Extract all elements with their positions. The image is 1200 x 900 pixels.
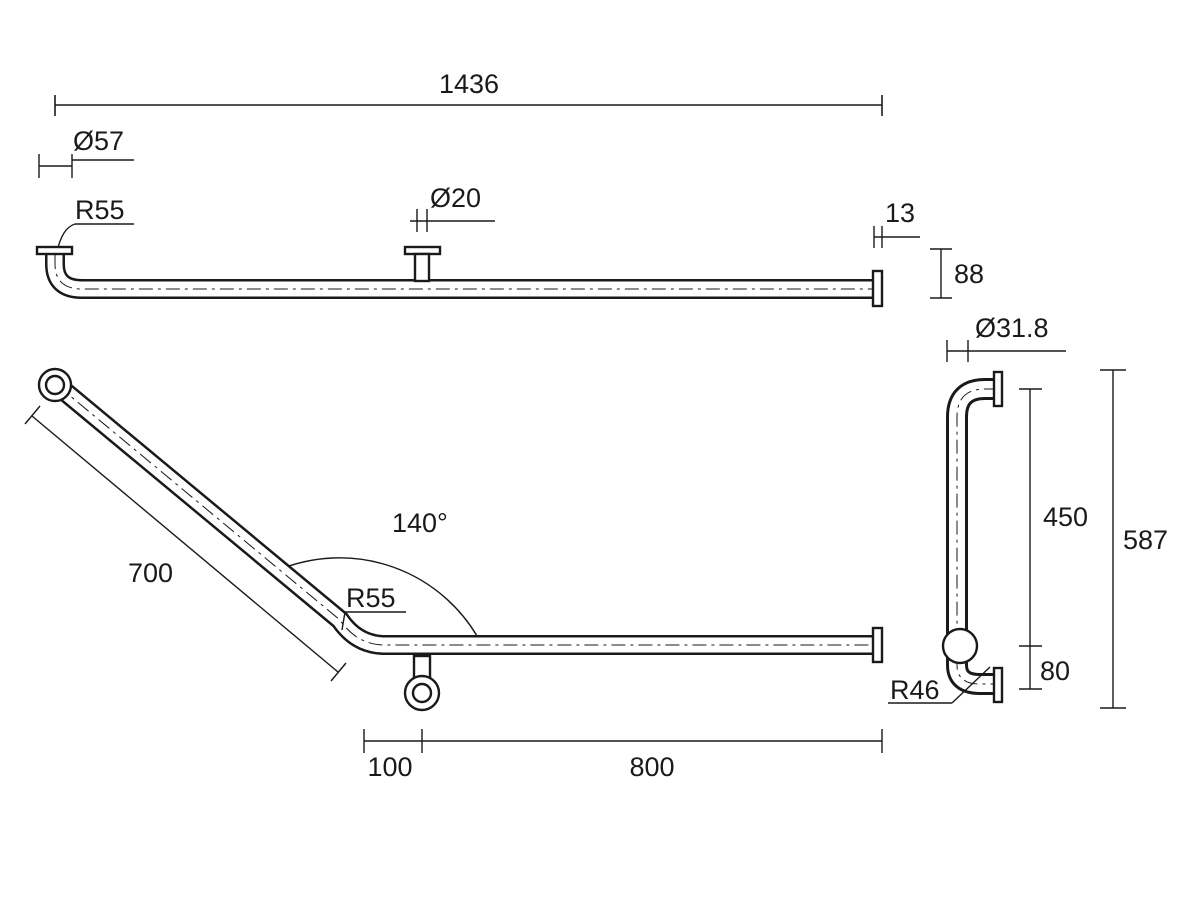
projection-label: 88 [954,259,984,289]
total-height-label: 587 [1123,525,1168,555]
straight-length-label: 800 [629,752,674,782]
side-view: Ø31.8 R46 450 80 [888,313,1168,709]
dimension-bottom-offsets: 100 800 [363,729,883,782]
dimension-angled-length: 700 [24,405,347,682]
dimension-flange-thickness: 13 [873,198,920,248]
dimension-flange-diameter: Ø57 [38,126,134,178]
dimension-projection: 88 [930,248,984,299]
flange-thickness-label: 13 [885,198,915,228]
top-rail [35,245,884,308]
dimension-support-diameter: Ø20 [410,183,495,232]
dimension-top-bend-radius: R55 [56,195,134,253]
side-rail [941,370,1004,704]
front-rail [37,367,884,712]
side-bend-radius-label: R46 [890,675,940,705]
dimension-tube-diameter: Ø31.8 [946,313,1066,362]
top-left-flange [35,245,74,256]
tube-diameter-label: Ø31.8 [975,313,1049,343]
front-view: 140° 700 R55 [24,367,884,782]
dimension-front-bend-radius: R55 [341,583,406,631]
side-support-boss [941,627,979,665]
support-offset-label: 100 [367,752,412,782]
top-bend-radius-label: R55 [75,195,125,225]
lower-height-label: 80 [1040,656,1070,686]
angled-length-label: 700 [128,558,173,588]
dimension-total-height: 587 [1100,369,1168,709]
support-diameter-label: Ø20 [430,183,481,213]
overall-length-label: 1436 [439,69,499,99]
dimension-overall-length: 1436 [54,69,883,116]
top-right-flange [871,269,884,308]
dimension-angle: 140° [275,508,483,646]
front-right-flange [871,626,884,664]
top-view: 1436 Ø57 R55 [35,69,984,308]
side-lower-flange [992,666,1004,704]
front-bend-radius-label: R55 [346,583,396,613]
dimension-upper-lower-heights: 450 80 [1019,388,1088,690]
upper-height-label: 450 [1043,502,1088,532]
dimension-side-bend-radius: R46 [888,666,991,705]
flange-diameter-label: Ø57 [73,126,124,156]
angle-label: 140° [392,508,448,538]
side-upper-flange [992,370,1004,408]
